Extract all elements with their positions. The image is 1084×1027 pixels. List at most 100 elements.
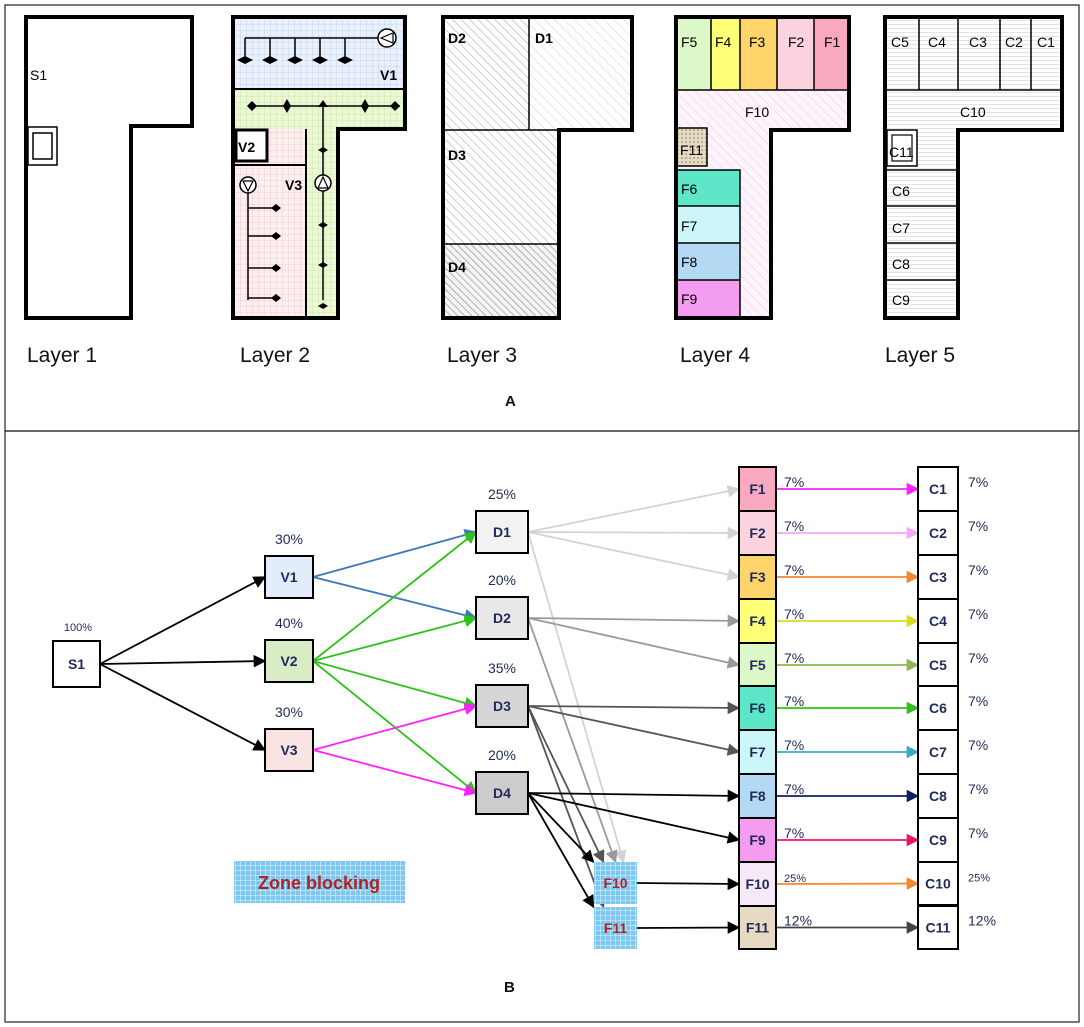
node-box — [917, 817, 959, 863]
edge-s1-to-v2 — [99, 654, 267, 668]
node-label: F11 — [746, 920, 770, 936]
node-box — [264, 728, 314, 772]
node-share: 20% — [488, 572, 516, 588]
node-share: 12% — [784, 913, 812, 929]
zone-f3-label: F3 — [749, 34, 766, 50]
edge-d3-to-f6 — [527, 701, 741, 715]
node-share: 7% — [968, 606, 988, 622]
zone-v3-label: V3 — [285, 177, 302, 193]
layer-3-plan: D2 D1 D3 D4 Layer 3 — [441, 15, 634, 367]
node-label: S1 — [68, 656, 85, 672]
node-label: F2 — [749, 525, 766, 541]
node-label: F10 — [603, 875, 627, 891]
node-label: F8 — [749, 788, 766, 804]
node-share: 12% — [968, 913, 996, 929]
node-box — [738, 817, 777, 863]
edge-d1-to-f1 — [527, 485, 741, 533]
zone-d4-label: D4 — [448, 259, 466, 275]
edge-d4-to-f9 — [527, 792, 741, 844]
edge-d3-to-zf10 — [527, 705, 605, 864]
layer-1-caption: Layer 1 — [27, 344, 97, 367]
node-label: F4 — [749, 613, 766, 629]
edge-d3-to-zf11 — [527, 705, 606, 909]
node-share: 25% — [968, 873, 990, 885]
node-box — [475, 596, 529, 640]
node-share: 7% — [784, 562, 804, 578]
panel-b-label: B — [504, 979, 515, 996]
zone-f9-label: F9 — [681, 291, 698, 307]
node-share: 30% — [275, 704, 303, 720]
node-f11: F11 12% — [738, 905, 812, 950]
node-box — [475, 684, 529, 728]
layer-5-caption: Layer 5 — [885, 344, 955, 367]
node-share: 25% — [488, 486, 516, 502]
edge-s1-to-v1 — [99, 576, 267, 665]
node-share: 7% — [968, 825, 988, 841]
panel-b-frame — [4, 430, 1080, 1023]
node-box — [594, 862, 637, 904]
layer-5-plan: C5 C4 C3 C2 C1 C10 C11 C6 C7 C8 C9 Layer… — [883, 15, 1064, 367]
node-label: F9 — [749, 832, 766, 848]
edge-v2-to-d3 — [312, 660, 478, 710]
zone-f10-label: F10 — [745, 104, 769, 120]
zone-c6-label: C6 — [892, 183, 910, 199]
node-share: 7% — [968, 781, 988, 797]
node-share: 7% — [784, 650, 804, 666]
node-share: 100% — [64, 622, 92, 634]
zone-c8-label: C8 — [892, 256, 910, 272]
edge-d4-to-f8 — [527, 789, 741, 803]
node-label: C11 — [926, 920, 951, 936]
node-box — [917, 905, 959, 950]
shaft-icon — [676, 127, 708, 167]
edge-d2-to-zf10 — [527, 617, 618, 864]
layer-1-plan: S1 Layer 1 — [24, 15, 194, 367]
edge-d2-to-f4 — [527, 614, 741, 628]
node-label: D1 — [493, 524, 511, 540]
node-box — [917, 773, 959, 819]
node-label: D4 — [493, 785, 511, 801]
zone-f11-label: F11 — [680, 142, 703, 158]
node-share: 7% — [968, 693, 988, 709]
node-share: 7% — [968, 650, 988, 666]
node-share: 7% — [784, 737, 804, 753]
node-label: V3 — [280, 742, 297, 758]
node-label: C8 — [929, 788, 947, 804]
zone-c10-label: C10 — [960, 104, 986, 120]
zone-f8-label: F8 — [681, 254, 698, 270]
zone-c11-label: C11 — [889, 144, 914, 160]
node-zf10: F10 — [594, 862, 637, 904]
node-label: F1 — [749, 481, 766, 497]
node-box — [264, 555, 314, 599]
layer-4-caption: Layer 4 — [680, 344, 750, 367]
zone-blocking-label: Zone blocking — [258, 873, 380, 893]
node-label: C2 — [929, 525, 947, 541]
edge-zf11-to-f11 — [636, 921, 741, 934]
zone-f4-label: F4 — [715, 34, 732, 50]
node-label: C3 — [929, 569, 947, 585]
node-share: 25% — [784, 873, 806, 885]
zone-d3-label: D3 — [448, 147, 466, 163]
edge-d1-to-zf10 — [527, 531, 627, 864]
edge-d4-to-zf11 — [527, 792, 595, 909]
edge-v3-to-d3 — [312, 702, 478, 751]
node-label: D2 — [493, 610, 511, 626]
node-share: 7% — [784, 474, 804, 490]
edge-d1-to-f3 — [527, 531, 741, 581]
